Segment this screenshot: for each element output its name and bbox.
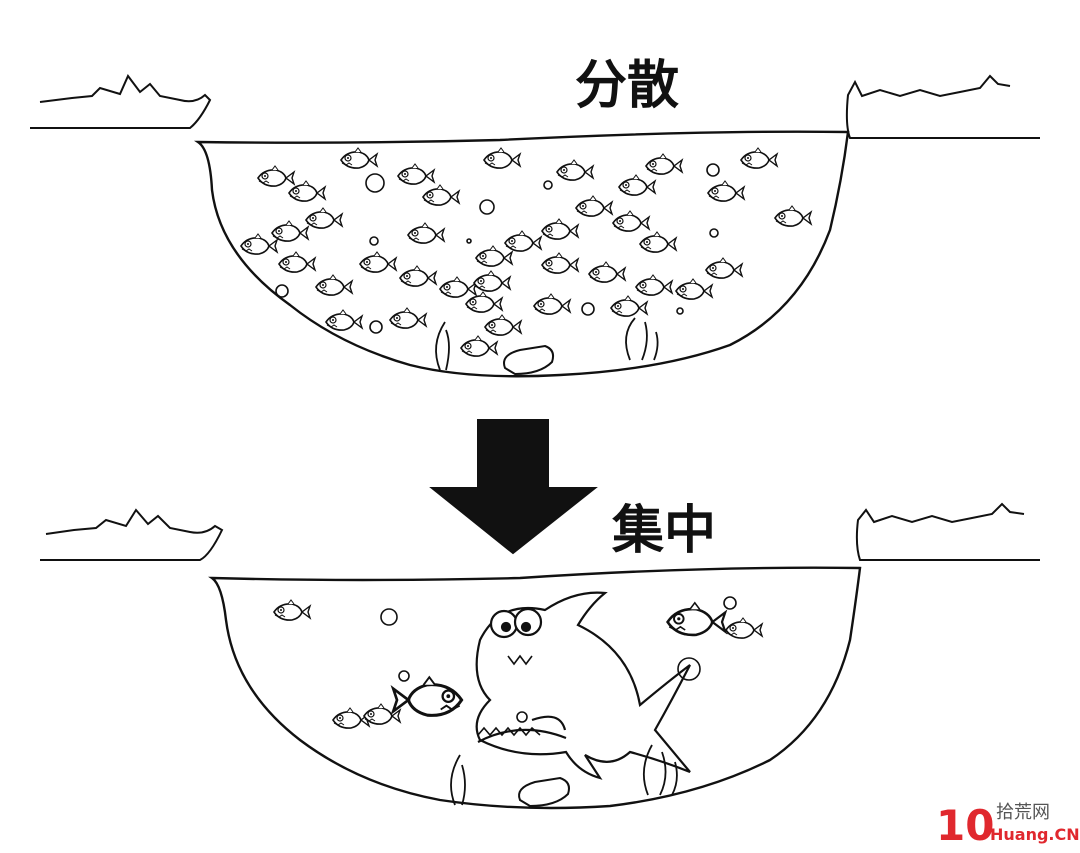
top-rock xyxy=(503,344,555,376)
top-bubbles xyxy=(275,163,720,334)
shark-icon xyxy=(475,591,691,780)
watermark-number: 10 xyxy=(936,801,994,850)
top-ground-right xyxy=(845,74,1040,139)
bottom-seaweed xyxy=(450,744,678,806)
label-scatter: 分散 xyxy=(575,56,679,116)
label-concentrate: 集中 xyxy=(611,501,716,561)
rock-icon xyxy=(518,776,570,808)
top-ground-left xyxy=(30,74,212,129)
bottom-bubbles xyxy=(380,596,737,723)
watermark-site-cn: 拾荒网 xyxy=(996,802,1050,823)
bottom-ground-left xyxy=(40,508,224,561)
top-seaweed xyxy=(435,317,659,371)
bottom-pond xyxy=(40,502,1040,810)
watermark: 10 拾荒网 Huang.CN xyxy=(936,801,1080,850)
down-arrow-icon xyxy=(429,419,598,555)
top-pond xyxy=(30,74,1040,378)
bottom-ground-right xyxy=(855,502,1040,561)
watermark-site-en: Huang.CN xyxy=(990,825,1080,844)
